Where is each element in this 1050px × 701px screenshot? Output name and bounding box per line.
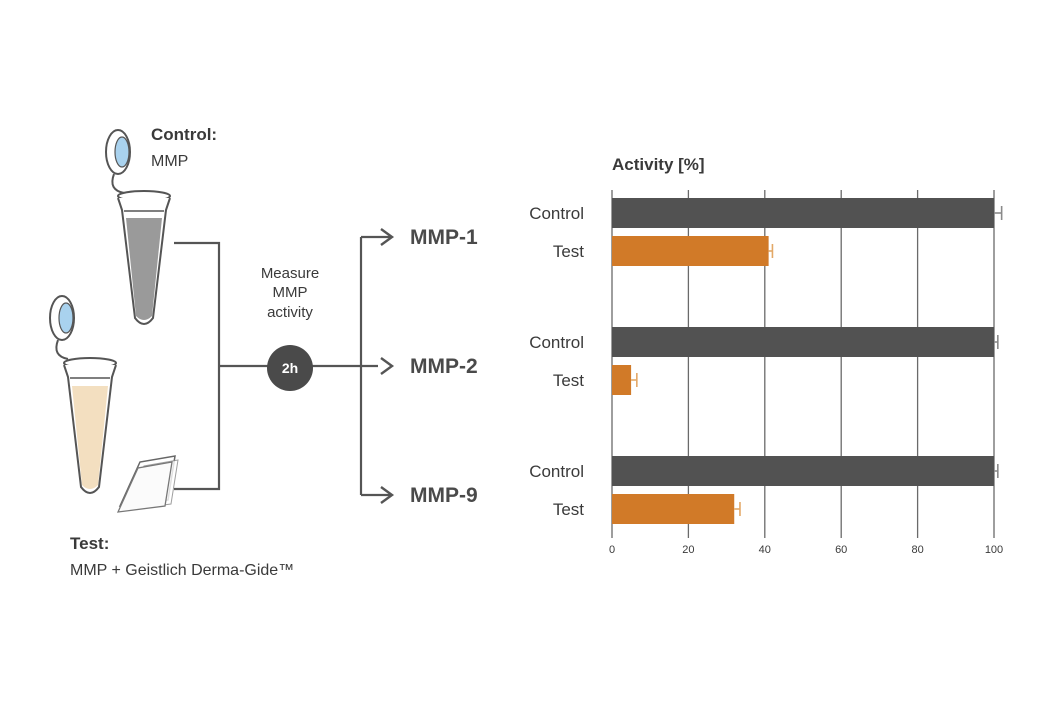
connector-lines <box>174 235 390 497</box>
error-bar <box>994 335 999 349</box>
chart-bars <box>612 198 1003 524</box>
arrow-right-icon <box>380 357 395 375</box>
category-label: Control <box>529 462 584 481</box>
x-tick-label: 60 <box>835 544 847 556</box>
test-title: Test: <box>70 534 109 553</box>
test-tube-icon <box>49 295 117 494</box>
category-label: Control <box>529 204 584 223</box>
error-bar <box>631 373 638 387</box>
x-tick-label: 0 <box>609 544 615 556</box>
measure-label-line-3: activity <box>267 304 313 321</box>
x-tick-label: 80 <box>911 544 923 556</box>
target-mmp-9: MMP-9 <box>410 484 478 507</box>
bar-mmp-1-control <box>612 198 994 228</box>
bar-mmp-9-control <box>612 456 994 486</box>
timer-badge <box>267 345 313 391</box>
chart-tick-labels: 0 20 40 60 80 100 <box>609 544 1003 556</box>
bar-mmp-9-test <box>612 494 735 524</box>
timer-label: 2h <box>282 360 298 376</box>
category-label: Test <box>553 371 584 390</box>
error-bar <box>994 206 1003 220</box>
bar-mmp-1-test <box>612 236 769 266</box>
control-tube-icon <box>105 129 171 325</box>
x-tick-label: 40 <box>759 544 771 556</box>
arrow-right-icon <box>380 228 395 246</box>
measure-label-line-2: MMP <box>273 284 308 301</box>
error-bar <box>768 244 774 258</box>
arrow-icons <box>380 228 395 504</box>
category-label: Control <box>529 333 584 352</box>
control-title: Control: <box>151 125 217 144</box>
x-tick-label: 100 <box>985 544 1003 556</box>
bar-mmp-2-control <box>612 327 994 357</box>
error-bar <box>994 464 999 478</box>
target-mmp-2: MMP-2 <box>410 355 478 378</box>
test-description: MMP + Geistlich Derma-Gide™ <box>70 562 294 579</box>
chart-title: Activity [%] <box>612 155 705 174</box>
control-description: MMP <box>151 153 188 170</box>
membrane-icon <box>116 455 179 513</box>
category-label: Test <box>553 500 584 519</box>
bar-mmp-2-test <box>612 365 632 395</box>
x-tick-label: 20 <box>682 544 694 556</box>
arrow-right-icon <box>380 486 395 504</box>
category-label: Test <box>553 242 584 261</box>
error-bar <box>734 502 741 516</box>
target-mmp-1: MMP-1 <box>410 226 478 249</box>
measure-label-line-1: Measure <box>261 265 319 282</box>
